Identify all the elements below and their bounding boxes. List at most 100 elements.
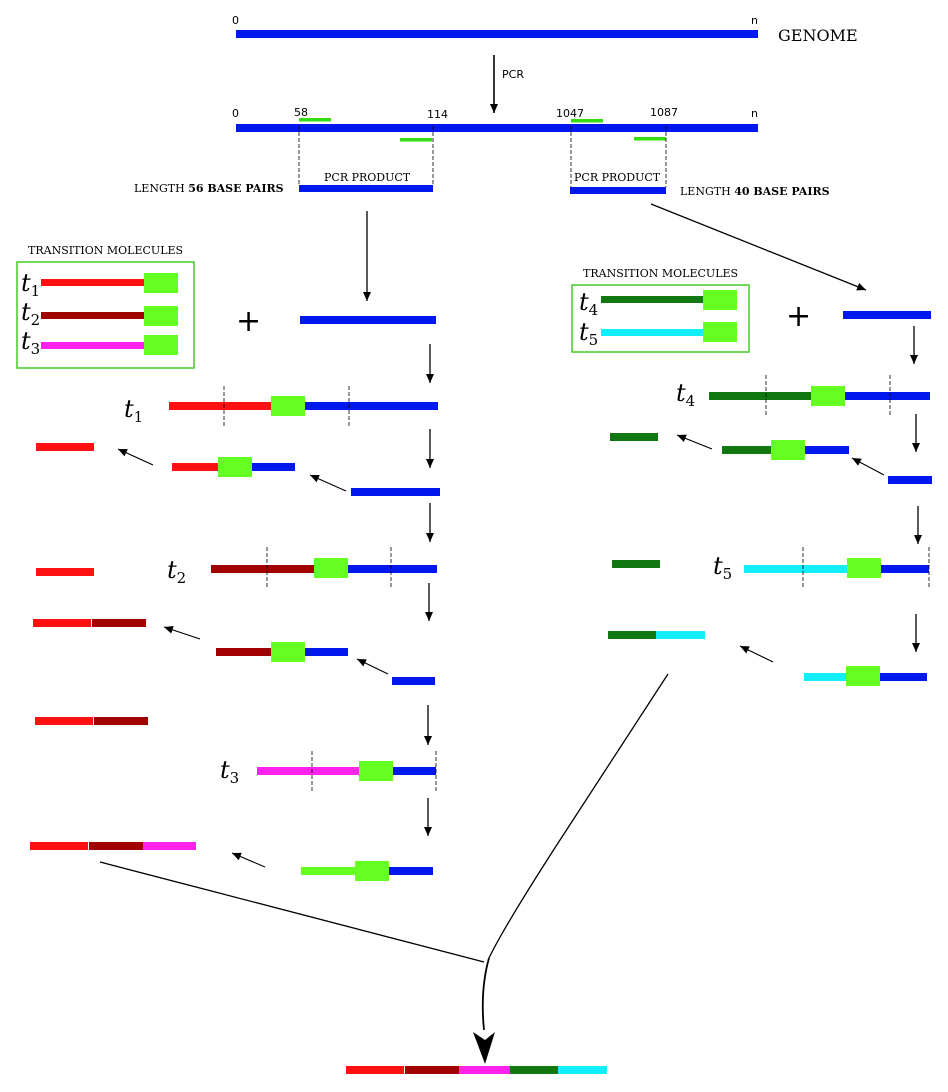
- pos-58: 58: [294, 106, 308, 119]
- pos-114: 114: [427, 108, 448, 121]
- left-final-a: [30, 842, 88, 850]
- split-t3-block: [355, 861, 389, 881]
- split-t4-block: [771, 440, 805, 460]
- final-seg-t2: [405, 1066, 459, 1074]
- primer-58: [299, 118, 331, 122]
- genome-start-label: 0: [232, 14, 239, 27]
- left-final-c: [143, 842, 196, 850]
- split-t2-block: [271, 642, 305, 662]
- split-t3-tail: [301, 867, 357, 875]
- step-t5-product: [880, 565, 929, 573]
- final-seg-t3: [459, 1066, 510, 1074]
- box-t4-block: [703, 290, 737, 310]
- pos-1047: 1047: [556, 107, 584, 120]
- left-final-b: [89, 842, 143, 850]
- split-t1-block: [218, 457, 252, 477]
- left-frag-4b: [94, 717, 148, 725]
- genome-end-label: n: [751, 14, 758, 27]
- final-seg-t1: [346, 1066, 404, 1074]
- step-t3-tail: [257, 767, 361, 775]
- remaining-product-r1: [888, 476, 932, 484]
- step-t1-product: [303, 402, 438, 410]
- pcr-product-right-bar: [570, 187, 666, 194]
- pcr-product-left: PCR PRODUCT LENGTH 56 BASE PAIRS: [134, 171, 433, 195]
- box-t4-label: t4: [579, 288, 598, 319]
- step-t5-label: t5: [713, 552, 732, 583]
- genome-section: 0 n GENOME: [232, 14, 858, 45]
- arrow-to-left-final: [231, 852, 266, 868]
- pcr-product-left-title: PCR PRODUCT: [324, 171, 411, 184]
- transition-box-right-frame: [571, 284, 750, 353]
- split-t5-block: [846, 666, 880, 686]
- split-t2-tail: [216, 648, 272, 656]
- split-t1-product: [250, 463, 295, 471]
- box-t3-block: [144, 335, 178, 355]
- merge-line-down: [481, 957, 490, 1031]
- step-t3-product: [391, 767, 436, 775]
- step-t2-tail: [211, 565, 316, 573]
- step-t4-tail: [709, 392, 813, 400]
- step-t4-product: [843, 392, 930, 400]
- merge-arrowhead: [473, 1032, 495, 1064]
- box-t3-tail: [41, 342, 146, 349]
- plus-right: +: [786, 299, 811, 334]
- step-t3-label: t3: [220, 756, 239, 787]
- pos-n: n: [751, 107, 758, 120]
- merge-line-right: [488, 673, 669, 959]
- pcr-product-right-length: LENGTH 40 BASE PAIRS: [680, 185, 830, 198]
- primer-1087: [634, 137, 666, 141]
- arrow-to-split-t1: [309, 474, 347, 492]
- left-frag-1: [36, 443, 94, 451]
- split-t5-product: [880, 673, 927, 681]
- plus-left: +: [236, 304, 261, 339]
- step-t1-tail: [169, 402, 273, 410]
- merge-line-left: [99, 861, 485, 963]
- final-seg-t4: [510, 1066, 558, 1074]
- pcr-step: PCR: [490, 55, 524, 113]
- box-t3-label: t3: [21, 327, 40, 358]
- pos-1087: 1087: [650, 106, 678, 119]
- primer-1047: [571, 119, 603, 123]
- step-t2-block: [314, 558, 348, 578]
- left-frag-2: [36, 568, 94, 576]
- left-product-copy: [300, 316, 436, 324]
- transition-box-left-frame: [16, 261, 195, 369]
- box-t5-label: t5: [579, 318, 598, 349]
- split-t2-product: [303, 648, 348, 656]
- box-t1-block: [144, 273, 178, 293]
- right-frag-1: [610, 433, 658, 441]
- pos-0: 0: [232, 107, 239, 120]
- step-t2-product: [346, 565, 437, 573]
- step-t2-label: t2: [167, 556, 186, 587]
- box-t1-label: t1: [21, 269, 40, 300]
- split-t4-tail: [722, 446, 774, 454]
- transition-box-right: TRANSITION MOLECULES t4 t5: [571, 267, 750, 353]
- right-pipeline: t4 t5: [608, 326, 932, 686]
- step-t1-label: t1: [124, 395, 143, 426]
- arrow-to-frag-3: [163, 626, 201, 640]
- primer-114: [400, 138, 432, 142]
- box-t1-tail: [41, 279, 146, 286]
- step-t3-block: [359, 761, 393, 781]
- right-product-copy: [843, 311, 931, 319]
- step-t5-block: [847, 558, 881, 578]
- amplified-genome: 0 58 114 1047 1087 n: [232, 106, 758, 187]
- remaining-product-2: [392, 677, 435, 685]
- arrow-to-right-final: [739, 645, 774, 663]
- pcr-product-right: PCR PRODUCT LENGTH 40 BASE PAIRS: [570, 171, 830, 198]
- genome-bar: [236, 30, 758, 38]
- box-t2-block: [144, 306, 178, 326]
- arrow-to-right-frag-1: [676, 434, 713, 450]
- genome-bar-2: [236, 124, 758, 132]
- arrow-to-frag-1: [117, 448, 154, 466]
- transition-box-left-title: TRANSITION MOLECULES: [28, 244, 183, 257]
- box-t2-label: t2: [21, 298, 40, 329]
- step-t4-block: [811, 386, 845, 406]
- genome-label: GENOME: [778, 26, 858, 45]
- box-t5-block: [703, 322, 737, 342]
- box-t4-tail: [601, 296, 705, 303]
- left-pipeline: t1 t2 t3: [30, 344, 440, 881]
- right-final-b: [656, 631, 705, 639]
